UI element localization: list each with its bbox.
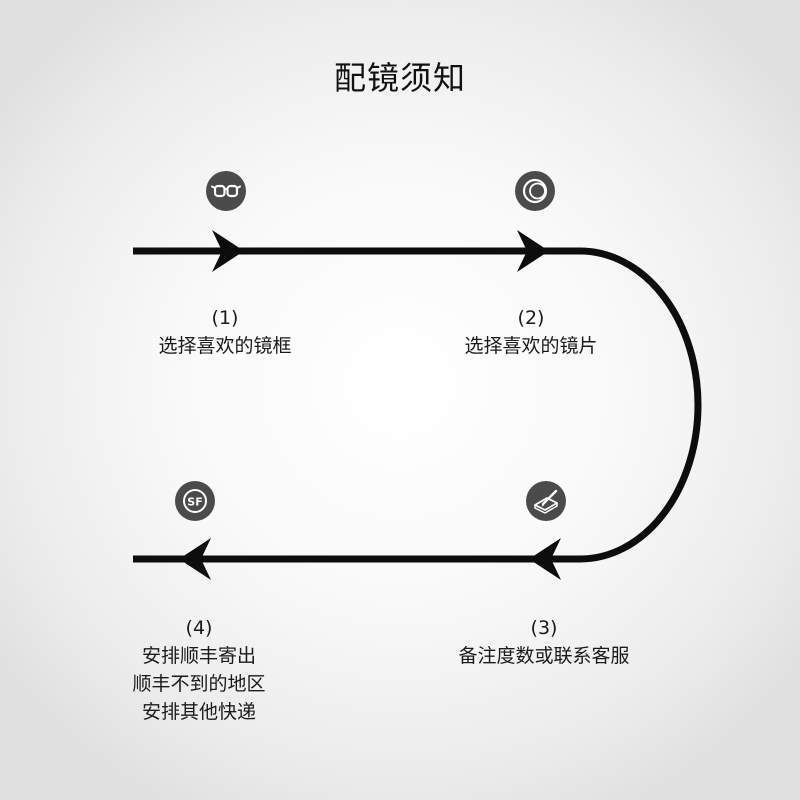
- lens-icon: [515, 171, 555, 211]
- step-description: 安排其他快递: [141, 701, 256, 723]
- step-description: 顺丰不到的地区: [132, 673, 266, 695]
- step-description: 安排顺丰寄出: [141, 645, 256, 667]
- sf-express-icon: SF: [175, 481, 215, 521]
- step-3: (3) 备注度数或联系客服: [424, 614, 664, 670]
- arrowhead-right-2: [517, 230, 549, 272]
- arrowhead-left-1: [529, 538, 561, 580]
- note-pen-icon: [526, 481, 566, 521]
- step-4: (4) 安排顺丰寄出 顺丰不到的地区 安排其他快递: [79, 614, 319, 726]
- step-number: (1): [211, 307, 239, 329]
- arrowhead-right-1: [212, 230, 244, 272]
- step-description: 选择喜欢的镜片: [464, 335, 598, 357]
- step-1: (1) 选择喜欢的镜框: [105, 304, 345, 360]
- step-number: (2): [517, 307, 545, 329]
- flow-path: [133, 247, 702, 563]
- glasses-icon: [206, 171, 246, 211]
- step-number: (4): [185, 617, 213, 639]
- sf-logo-text: SF: [187, 496, 202, 509]
- step-2: (2) 选择喜欢的镜片: [411, 304, 651, 360]
- step-number: (3): [530, 617, 558, 639]
- arrowhead-left-2: [179, 538, 211, 580]
- page-title: 配镜须知: [333, 59, 466, 97]
- step-description: 选择喜欢的镜框: [158, 335, 292, 357]
- step-description: 备注度数或联系客服: [458, 645, 630, 667]
